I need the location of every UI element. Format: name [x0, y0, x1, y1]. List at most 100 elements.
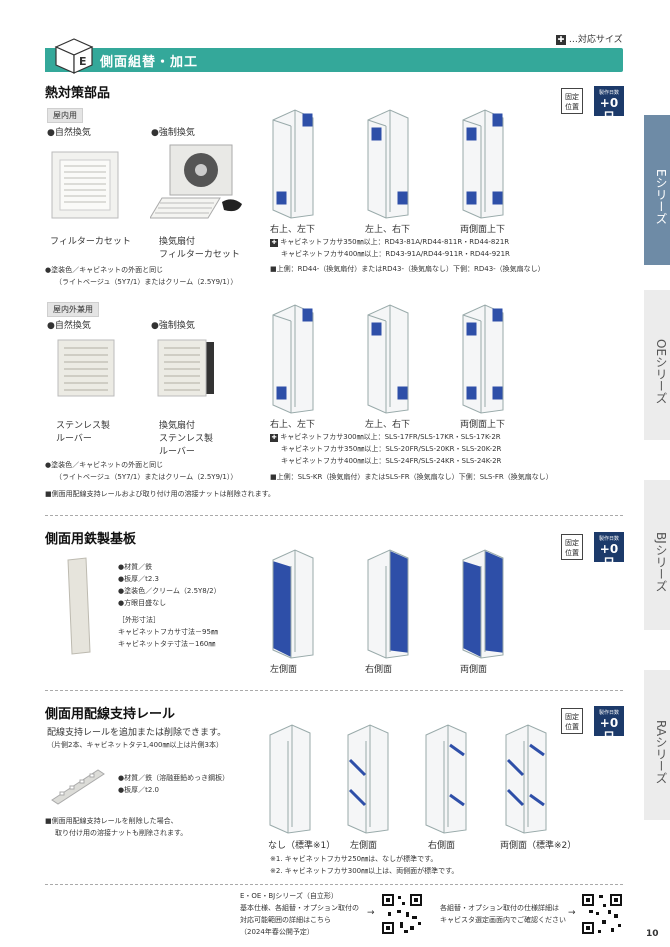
fan-filter-label-2: フィルターカセット — [159, 250, 240, 260]
iron-dim-title: ［外形寸法］ — [118, 616, 160, 624]
cabinet-illustrations-heat-1 — [272, 109, 504, 219]
forced-vent-label-2: ●強制換気 — [151, 321, 195, 331]
forced-vent-label: ●強制換気 — [151, 128, 195, 138]
cab-label-o3: 両側面上下 — [460, 420, 506, 430]
cab-label-i2: 右側面 — [365, 665, 393, 675]
spec-heat-7: ■上側：SLS-KR（換気扇付）またはSLS-FR（換気扇なし）下側：SLS-F… — [270, 473, 553, 481]
louver-label-2: ルーバー — [56, 434, 92, 444]
cab-label-o1: 右上、左下 — [270, 420, 316, 430]
fixed-position-badge-2: 固定位置 — [561, 534, 583, 560]
footer-left-1: E・OE・BJシリーズ（自立形） — [240, 892, 338, 900]
fixed-position-badge-3: 固定位置 — [561, 708, 583, 734]
divider-2 — [45, 690, 623, 691]
size-icon-2: ✚ — [270, 434, 278, 442]
cabinet-1 — [272, 109, 314, 219]
iron-dim-1: キャビネットフカサ寸法－95㎜ — [118, 628, 218, 636]
natural-vent-label: ●自然換気 — [47, 128, 91, 138]
rail-footnote-1: ※1. キャビネットフカサ250㎜は、なしが標準です。 — [270, 855, 438, 863]
lead-time-badge-2: 製作日数+0日 — [594, 532, 624, 570]
rail-footnote-2: ※2. キャビネットフカサ300㎜以上は、両側面が標準です。 — [270, 867, 459, 875]
outdoor-tag: 屋内外兼用 — [47, 302, 99, 317]
cab-label-i1: 左側面 — [270, 665, 298, 675]
indoor-tag: 屋内用 — [47, 108, 83, 123]
fan-louver-label-3: ルーバー — [159, 447, 195, 457]
qr-code-left[interactable] — [380, 892, 424, 936]
sidebar-tab-ra-series[interactable]: RAシリーズ — [644, 670, 670, 820]
svg-text:E: E — [79, 55, 87, 68]
cab-label-r2: 左側面 — [350, 841, 378, 851]
fixed-position-badge: 固定位置 — [561, 88, 583, 114]
spec-heat-5: キャビネットフカサ350㎜以上：SLS-20FR/SLS-20KR・SLS-20… — [281, 445, 502, 453]
lead-time-badge: 製作日数+0日 — [594, 86, 624, 124]
cab-label-r1: なし（標準※1） — [268, 841, 336, 851]
filter-cassette-label: フィルターカセット — [50, 237, 131, 247]
sidebar-tab-oe-series[interactable]: OEシリーズ — [644, 290, 670, 440]
cab-label-h1: 右上、左下 — [270, 225, 316, 235]
cab-label-h3: 両側面上下 — [460, 225, 506, 235]
cab-label-o2: 左上、右下 — [365, 420, 411, 430]
rail-thickness: ●板厚／t2.0 — [118, 786, 159, 794]
footer-right-2: キャビスタ選定画面内でご確認ください — [440, 916, 566, 924]
arrow-icon: → — [367, 908, 375, 918]
section-header-bar — [45, 48, 623, 72]
cab-label-i3: 両側面 — [460, 665, 488, 675]
divider-3 — [45, 884, 623, 885]
spec-heat-1: ✚ キャビネットフカサ350㎜以上：RD43-81A/RD44-811R・RD4… — [270, 238, 510, 247]
spec-heat-2: キャビネットフカサ400㎜以上：RD43-91A/RD44-911R・RD44-… — [281, 250, 510, 258]
iron-paint: ●塗装色／クリーム（2.5Y8/2） — [118, 587, 221, 595]
page-title: 側面組替・加工 — [100, 55, 199, 70]
section-title-heat: 熱対策部品 — [45, 86, 111, 101]
cabinet-illustrations-rail — [269, 724, 547, 834]
section-title-iron: 側面用鉄製基板 — [45, 532, 137, 547]
arrow-icon-2: → — [568, 908, 576, 918]
fan-filter-image — [150, 144, 242, 219]
iron-material: ●材質／鉄 — [118, 563, 153, 571]
size-legend: ✚ …対応サイズ — [556, 32, 623, 45]
sidebar-tab-bj-series[interactable]: BJシリーズ — [644, 480, 670, 630]
rail-material: ●材質／鉄（溶融亜鉛めっき鋼板） — [118, 774, 230, 782]
lead-time-badge-3: 製作日数+0日 — [594, 706, 624, 744]
filter-cassette-image — [51, 151, 119, 219]
cab-label-r4: 両側面（標準※2） — [500, 841, 577, 851]
size-icon: ✚ — [270, 239, 278, 247]
footer-right-1: 各組替・オプション取付の仕様詳細は — [440, 904, 559, 912]
divider-1 — [45, 515, 623, 516]
qr-code-right[interactable] — [580, 892, 624, 936]
cab-label-r3: 右側面 — [428, 841, 456, 851]
size-legend-icon: ✚ — [556, 34, 566, 45]
fan-louver-label-1: 換気扇付 — [159, 421, 196, 431]
fan-louver-label-2: ステンレス製 — [159, 434, 214, 444]
fan-louver-image — [157, 339, 214, 397]
rail-desc-1: 配線支持レールを追加または削除できます。 — [47, 728, 227, 738]
section-title-rail: 側面用配線支持レール — [45, 707, 176, 722]
louver-label-1: ステンレス製 — [56, 421, 111, 431]
cabinet-illustrations-iron — [272, 549, 504, 659]
rail-note-1: ■側面用配線支持レールを削除した場合、 — [45, 817, 178, 825]
footer-left-3: 対応可能範囲の詳細はこちら — [240, 916, 331, 924]
sidebar-tab-e-series[interactable]: Eシリーズ — [644, 115, 670, 265]
paint-note-2: ●塗装色／キャビネットの外面と同じ — [45, 461, 164, 469]
rail-note-2: 取り付け用の溶接ナットも削除されます。 — [55, 829, 188, 837]
natural-vent-label-2: ●自然換気 — [47, 321, 91, 331]
stainless-louver-image — [57, 339, 115, 397]
iron-dim-2: キャビネットタテ寸法－160㎜ — [118, 640, 216, 648]
page-number: 10 — [646, 929, 659, 939]
footer-left-4: （2024年春公開予定） — [240, 928, 314, 936]
paint-note-detail-2: （ライトベージュ（5Y7/1）またはクリーム（2.5Y9/1）） — [55, 473, 238, 481]
cabinet-illustrations-heat-2 — [272, 304, 504, 414]
rail-desc-2: （片側2本、キャビネットタテ1,400㎜以上は片側3本） — [47, 741, 223, 749]
rail-image — [51, 769, 105, 805]
spec-heat-4: ✚ キャビネットフカサ300㎜以上：SLS-17FR/SLS-17KR・SLS-… — [270, 433, 501, 442]
size-legend-label: …対応サイズ — [568, 35, 623, 45]
paint-note-detail: （ライトベージュ（5Y7/1）またはクリーム（2.5Y9/1）） — [55, 278, 238, 286]
spec-heat-6: キャビネットフカサ400㎜以上：SLS-24FR/SLS-24KR・SLS-24… — [281, 457, 502, 465]
fan-filter-label-1: 換気扇付 — [159, 237, 196, 247]
iron-thickness: ●板厚／t2.3 — [118, 575, 159, 583]
paint-note: ●塗装色／キャビネットの外面と同じ — [45, 266, 164, 274]
footer-left-2: 基本仕様、各組替・オプション取付の — [240, 904, 359, 912]
spec-heat-3: ■上側：RD44-（換気扇付）またはRD43-（換気扇なし）下側：RD43-（換… — [270, 265, 545, 273]
cabinet-logo-icon: E — [54, 38, 94, 74]
rail-removal-note: ■側面用配線支持レールおよび取り付け用の溶接ナットは削除されます。 — [45, 490, 275, 498]
cab-label-h2: 左上、右下 — [365, 225, 411, 235]
iron-plate-image — [67, 557, 91, 655]
